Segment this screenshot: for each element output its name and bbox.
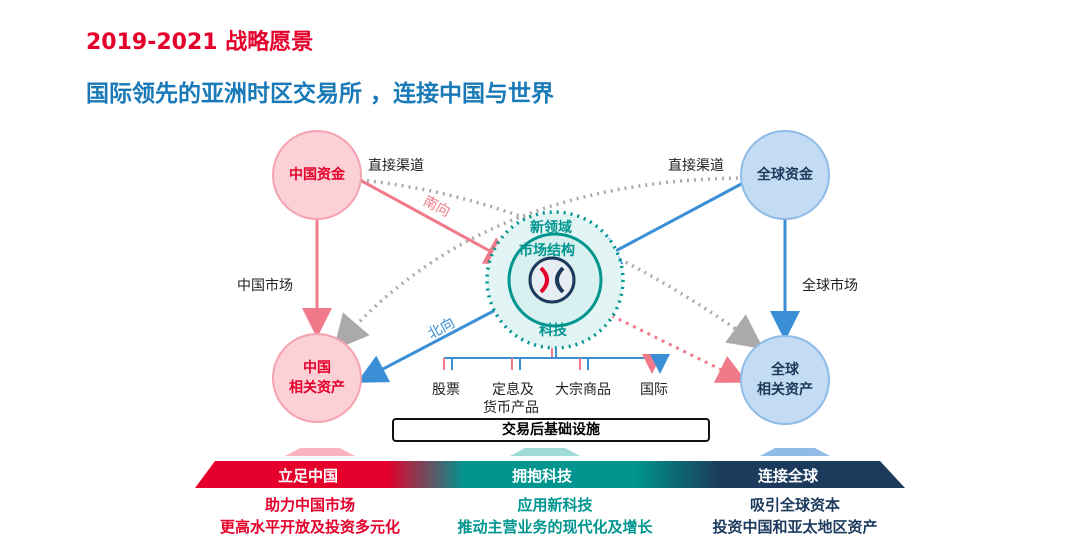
- direct-channel-left-label: 直接渠道: [368, 158, 424, 174]
- pillar-band: [195, 461, 905, 488]
- page-title: 2019-2021 战略愿景: [86, 30, 314, 55]
- northbound-arrow: [356, 303, 506, 383]
- pillar-technology: 拥抱科技: [512, 467, 573, 485]
- direct-channel-right: [333, 176, 746, 351]
- page-subtitle: 国际领先的亚洲时区交易所 ，连接中国与世界: [86, 81, 555, 107]
- pillar-china-desc: 助力中国市场更高水平开放及投资多元化: [200, 494, 420, 538]
- pillar-tech-desc: 应用新科技推动主营业务的现代化及增长: [430, 494, 680, 538]
- pillar-tech-line1: 应用新科技: [517, 496, 593, 514]
- china-assets-label: 中国相关资产: [273, 358, 361, 398]
- global-assets-label: 全球相关资产: [741, 360, 829, 400]
- pillar-china-line2: 更高水平开放及投资多元化: [219, 518, 400, 536]
- global-market-label: 全球市场: [802, 278, 858, 294]
- pillar-global-desc: 吸引全球资本投资中国和亚太地区资产: [690, 494, 900, 538]
- global-assets-line2: 相关资产: [757, 382, 813, 398]
- center-ring-technology: 科技: [539, 323, 567, 339]
- global-funds-label: 全球资金: [757, 167, 813, 183]
- pink-dotted-arrow: [589, 303, 748, 383]
- pillar-peak-left: [285, 448, 355, 456]
- global-assets-node: [740, 335, 830, 425]
- china-funds-label: 中国资金: [289, 167, 345, 183]
- global-arrow-in: [589, 180, 746, 265]
- china-assets-node: [272, 333, 362, 423]
- pillar-global-line1: 吸引全球资本: [749, 496, 840, 514]
- product-branches: [443, 348, 660, 370]
- center-ring-market-structure: 市场结构: [519, 243, 575, 259]
- post-trade-infrastructure: 交易后基础设施: [392, 418, 710, 442]
- china-market-label: 中国市场: [237, 278, 293, 294]
- pillar-peak-right: [760, 448, 830, 456]
- product-fic-line2: 货币产品: [483, 400, 539, 416]
- product-international: 国际: [640, 382, 668, 398]
- product-fic-line1: 定息及: [492, 382, 534, 398]
- china-assets-line2: 相关资产: [289, 380, 345, 396]
- hkex-logo-icon: [528, 256, 576, 304]
- pillar-tech-line2: 推动主营业务的现代化及增长: [457, 518, 653, 536]
- pillar-peak-mid: [510, 448, 580, 456]
- pillar-global-line2: 投资中国和亚太地区资产: [712, 518, 878, 536]
- china-assets-line1: 中国: [303, 360, 331, 376]
- southbound-arrow: [359, 178, 516, 265]
- pillar-china-line1: 助力中国市场: [264, 496, 355, 514]
- direct-channel-right-label: 直接渠道: [668, 158, 724, 174]
- china-funds-node: [272, 130, 362, 220]
- global-assets-line1: 全球: [771, 362, 799, 378]
- pillar-global: 连接全球: [758, 467, 819, 485]
- global-funds-node: [740, 130, 830, 220]
- product-commodities: 大宗商品: [555, 382, 611, 398]
- pillar-china: 立足中国: [278, 467, 339, 485]
- product-equities: 股票: [432, 382, 460, 398]
- center-ring-new-fields: 新领域: [530, 220, 572, 236]
